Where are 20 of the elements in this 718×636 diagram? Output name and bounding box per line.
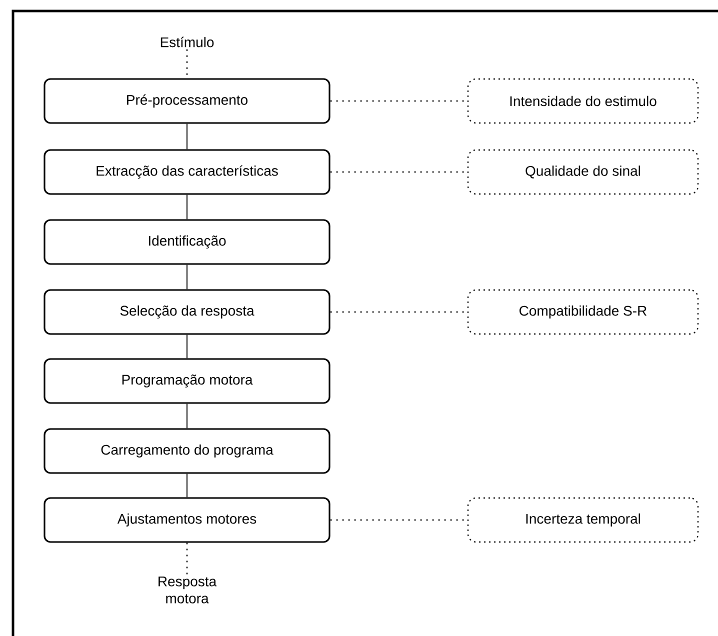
factor-box: Qualidade do sinal (467, 149, 699, 195)
response-label: Resposta motora (158, 576, 217, 604)
process-box: Carregamento do programa (44, 428, 330, 474)
process-box: Ajustamentos motores (44, 497, 330, 543)
connector (186, 473, 188, 498)
connector (186, 542, 188, 574)
factor-box: Incerteza temporal (467, 497, 699, 543)
factor-box: Compatibilidade S-R (467, 289, 699, 335)
process-box: Programação motora (44, 358, 330, 404)
stimulus-label: Estímulo (160, 36, 214, 48)
factor-box: Intensidade do estimulo (467, 78, 699, 124)
connector (186, 194, 188, 220)
connector (186, 123, 188, 150)
process-box: Identificação (44, 219, 330, 265)
connector (186, 264, 188, 290)
process-box: Extracção das características (44, 149, 330, 195)
process-box: Selecção da resposta (44, 289, 330, 335)
connector (186, 403, 188, 429)
connector (186, 334, 188, 359)
process-box: Pré-processamento (44, 78, 330, 124)
